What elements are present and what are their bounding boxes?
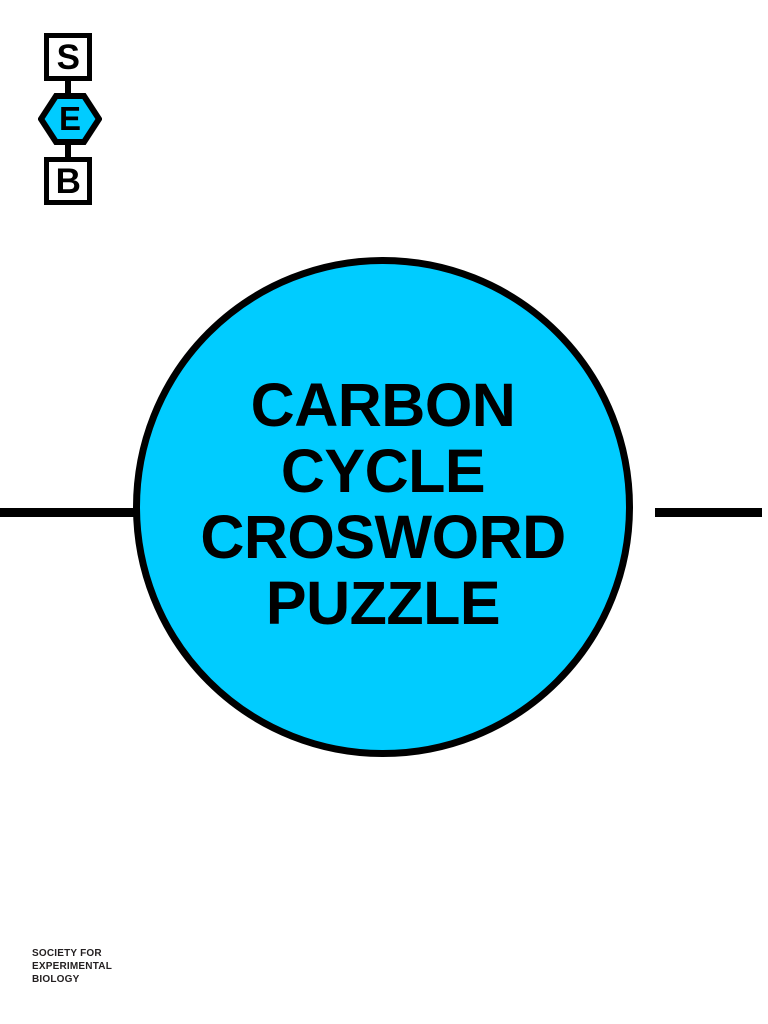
footer-line-1: SOCIETY FOR [32,948,102,959]
title-line-3: CROSWORD [200,503,566,571]
logo-square-s: S [44,33,92,81]
title-line-4: PUZZLE [265,569,501,637]
horizontal-rule-left [0,508,150,517]
logo-connector-bottom [65,143,71,159]
logo-letter-e: E [58,100,81,137]
logo-letter-s: S [56,37,80,77]
page-title: CARBON CYCLE CROSWORD PUZZLE [200,371,566,642]
logo-square-b: B [44,157,92,205]
hexagon-icon [38,93,102,145]
horizontal-rule-right [655,508,762,517]
seb-logo: S E B [38,31,108,207]
logo-connector-top [65,80,71,95]
title-line-1: CARBON [250,371,516,439]
footer-wordmark: SOCIETY FOR EXPERIMENTAL BIOLOGY [32,947,112,986]
footer-line-3: BIOLOGY [32,974,80,985]
title-circle: CARBON CYCLE CROSWORD PUZZLE [133,257,633,757]
logo-letter-b: B [55,161,81,201]
logo-hexagon-e: E [38,93,102,145]
footer-line-2: EXPERIMENTAL [32,961,112,972]
title-line-2: CYCLE [280,437,486,505]
